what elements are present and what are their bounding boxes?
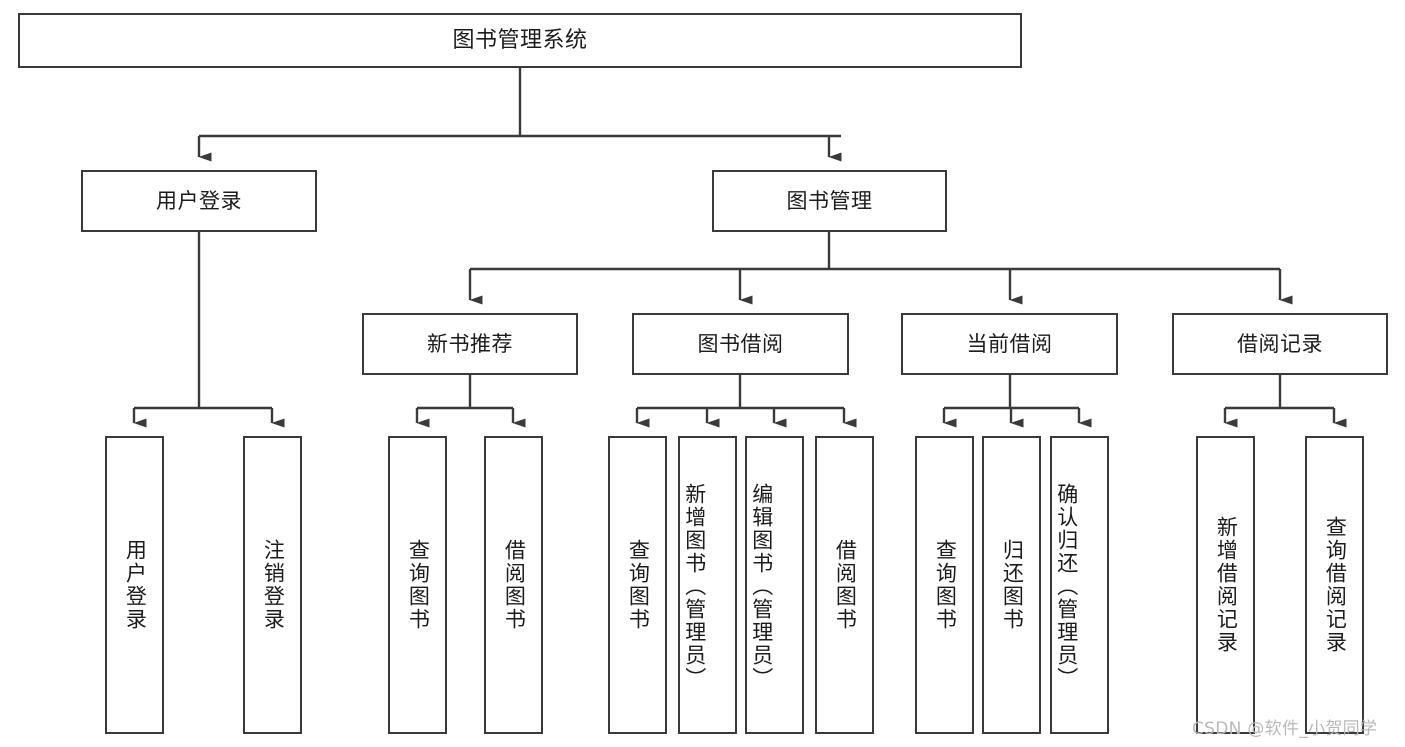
node-borrow-record[interactable]: 借阅记录 — [1172, 313, 1388, 375]
node-label: 图书借阅 — [697, 331, 784, 356]
node-label: 借阅图书 — [833, 539, 858, 631]
node-label: 查询图书 — [406, 539, 431, 631]
node-label: 注销登录 — [261, 539, 286, 631]
node-label: 借阅图书 — [502, 539, 527, 631]
node-label: 新增图书（管理员） — [682, 482, 707, 690]
node-book-borrow[interactable]: 图书借阅 — [632, 313, 849, 375]
node-label: 归还图书 — [1000, 539, 1025, 631]
node-user-login[interactable]: 用户登录 — [81, 170, 317, 232]
node-label: 图书管理 — [786, 188, 873, 213]
node-label: 新书推荐 — [427, 331, 513, 356]
node-new-book-recommend[interactable]: 新书推荐 — [362, 313, 578, 375]
node-leaf-edit-book-admin[interactable]: 编辑图书（管理员） — [745, 436, 804, 734]
node-label: 当前借阅 — [966, 331, 1053, 356]
node-leaf-add-book-admin[interactable]: 新增图书（管理员） — [678, 436, 737, 734]
node-label: 查询图书 — [626, 539, 651, 631]
node-label: 图书管理系统 — [452, 27, 588, 53]
node-label: 确认归还（管理员） — [1054, 482, 1079, 690]
node-leaf-add-borrow-record[interactable]: 新增借阅记录 — [1196, 436, 1255, 734]
node-leaf-logout[interactable]: 注销登录 — [243, 436, 302, 734]
node-label: 新增借阅记录 — [1214, 516, 1239, 654]
node-label: 借阅记录 — [1237, 331, 1323, 356]
node-label: 编辑图书（管理员） — [749, 482, 774, 690]
node-leaf-query-book-borrow[interactable]: 查询图书 — [608, 436, 667, 734]
node-current-borrow[interactable]: 当前借阅 — [901, 313, 1118, 375]
node-label: 用户登录 — [123, 539, 148, 631]
node-root-system[interactable]: 图书管理系统 — [18, 13, 1022, 68]
node-leaf-borrow-book[interactable]: 借阅图书 — [815, 436, 874, 734]
csdn-watermark: CSDN @软件_小贺同学 — [1192, 719, 1378, 739]
node-book-management[interactable]: 图书管理 — [712, 170, 947, 232]
node-leaf-query-borrow-record[interactable]: 查询借阅记录 — [1305, 436, 1364, 734]
node-leaf-user-login[interactable]: 用户登录 — [105, 436, 164, 734]
node-label: 查询借阅记录 — [1323, 516, 1348, 654]
node-leaf-query-book-recommend[interactable]: 查询图书 — [388, 436, 447, 734]
node-leaf-query-book-current[interactable]: 查询图书 — [915, 436, 974, 734]
node-label: 用户登录 — [156, 188, 242, 213]
node-leaf-confirm-return-admin[interactable]: 确认归还（管理员） — [1050, 436, 1109, 734]
node-leaf-borrow-book-recommend[interactable]: 借阅图书 — [484, 436, 543, 734]
node-leaf-return-book[interactable]: 归还图书 — [982, 436, 1041, 734]
node-label: 查询图书 — [933, 539, 958, 631]
